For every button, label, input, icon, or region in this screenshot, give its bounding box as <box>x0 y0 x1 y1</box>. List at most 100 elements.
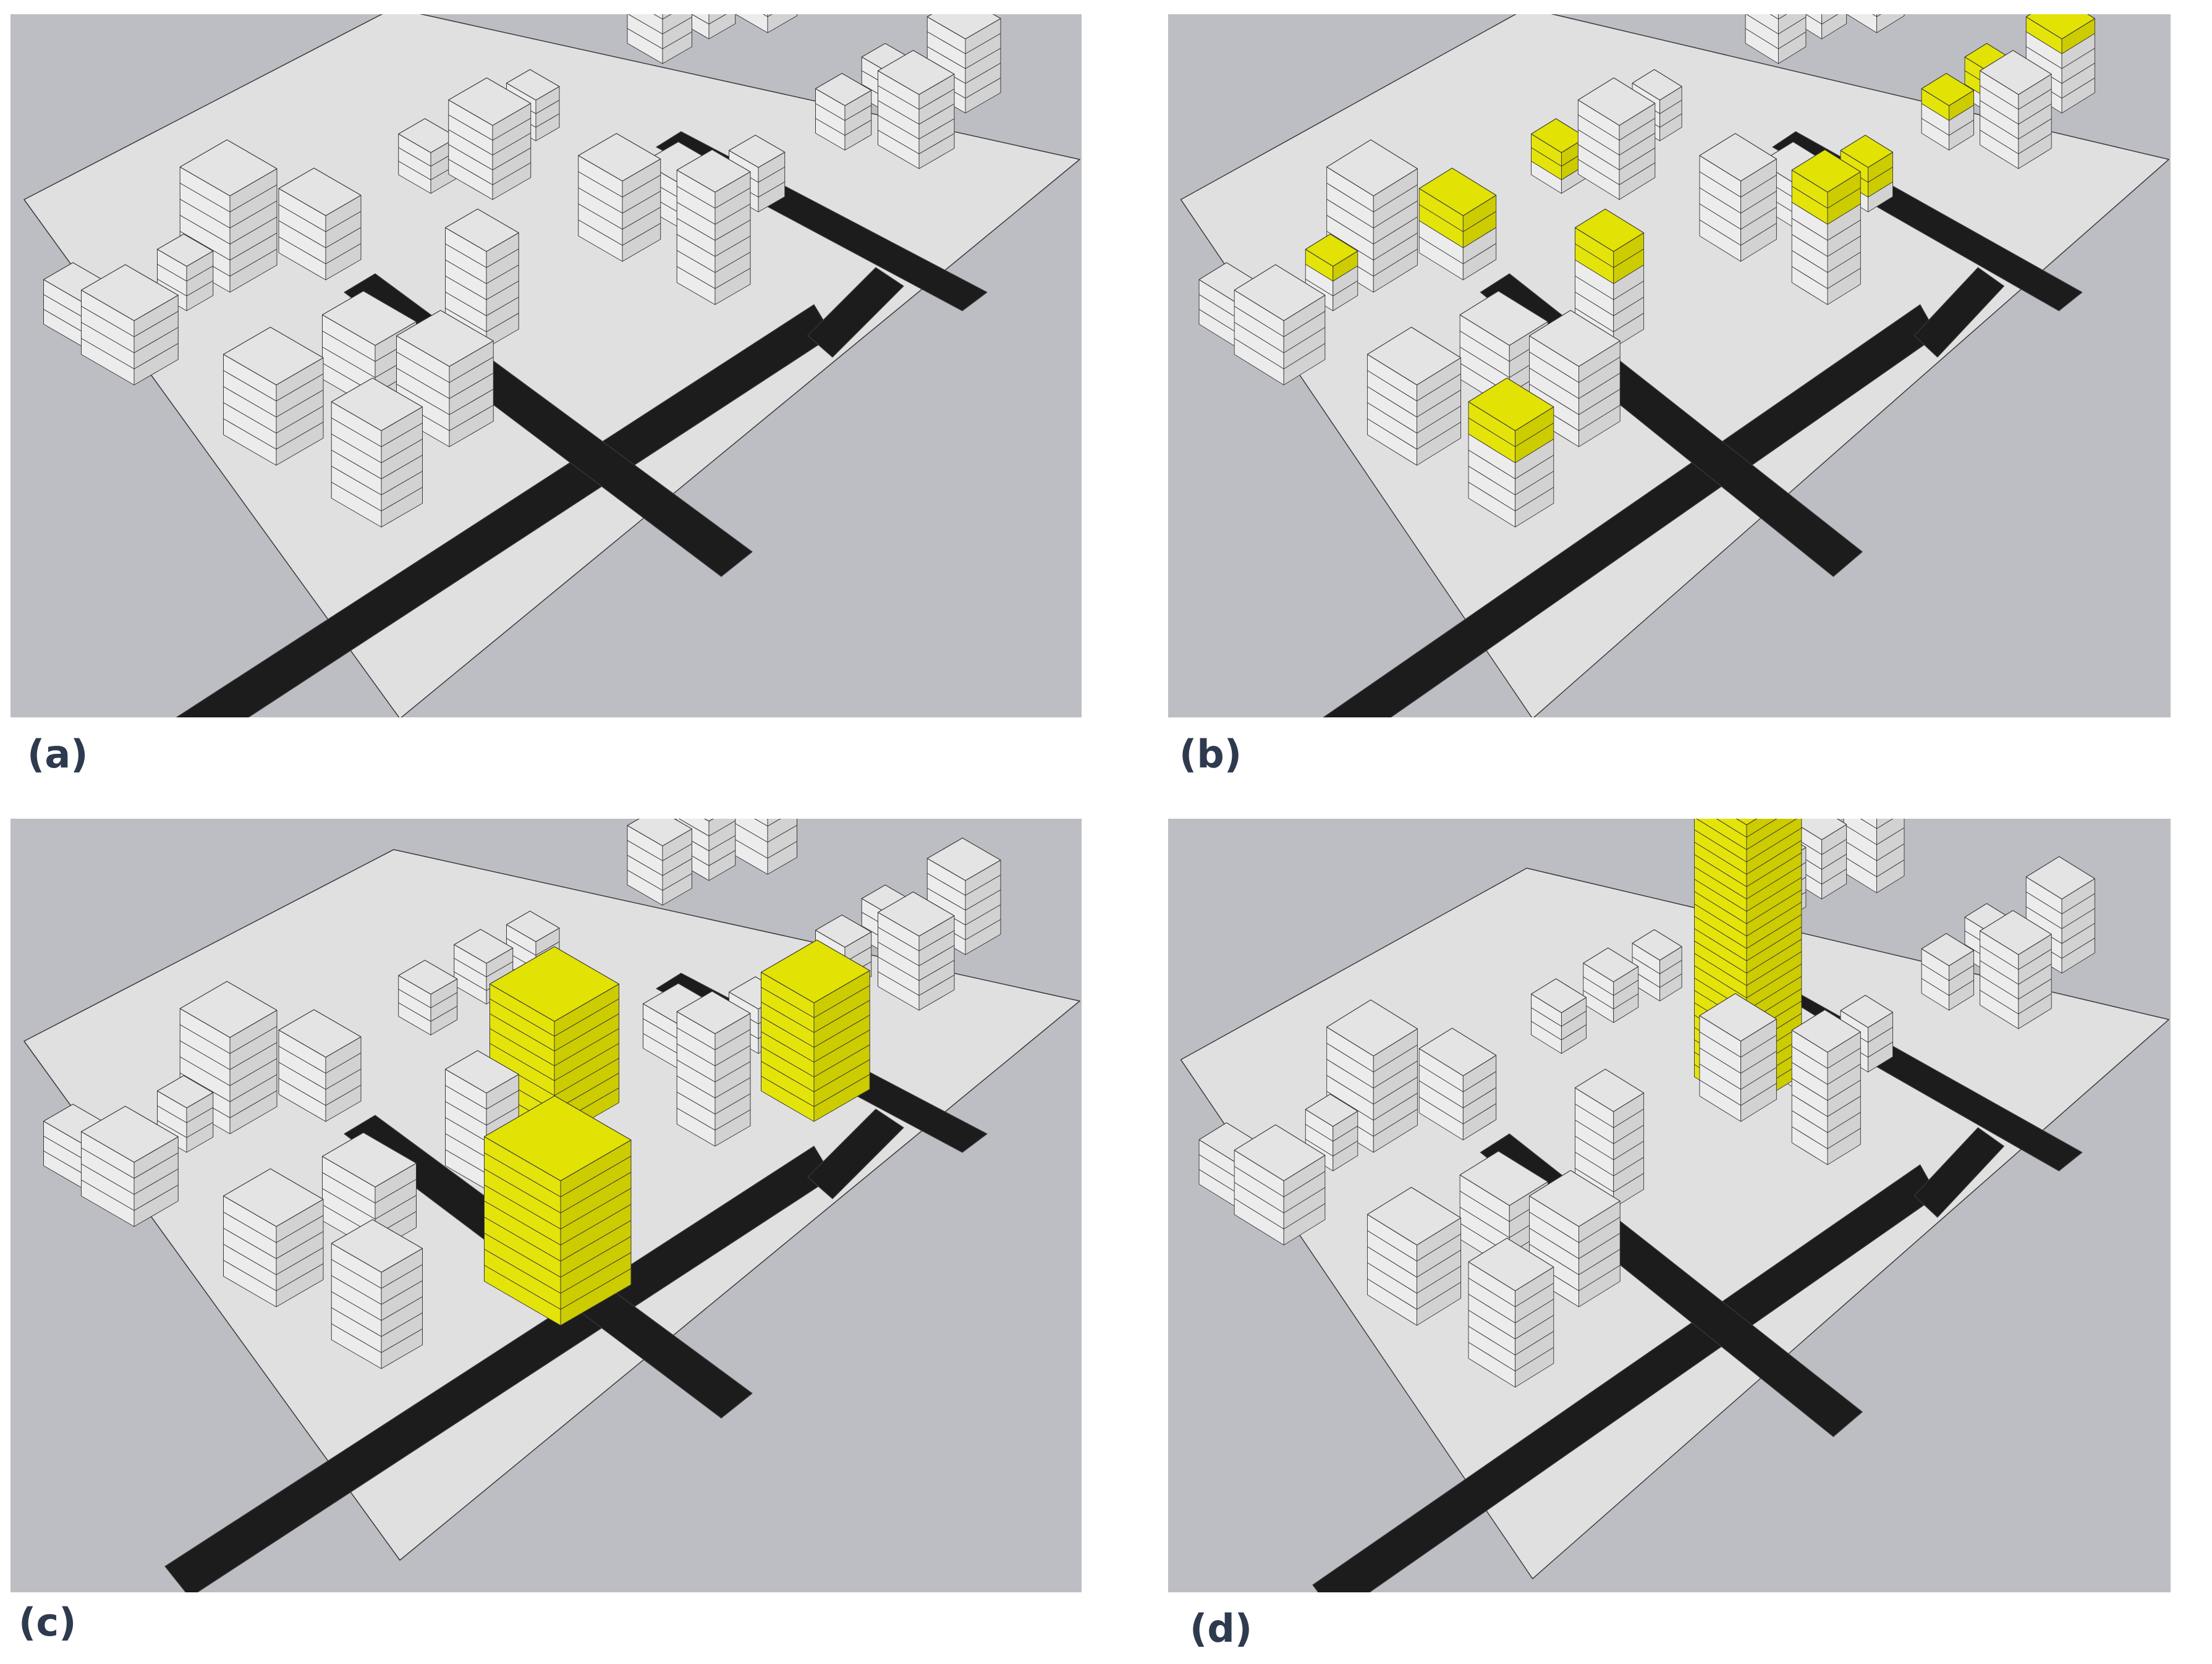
building-roof <box>1326 139 1418 196</box>
building-roof <box>815 73 872 106</box>
building-with-added-floors <box>1468 378 1554 528</box>
building-roof <box>1574 1068 1645 1112</box>
building-roof <box>1418 167 1497 216</box>
building-roof <box>877 49 955 95</box>
building-roof <box>676 990 751 1034</box>
building <box>926 14 1001 114</box>
replacement-block <box>760 939 870 1122</box>
panel-b <box>1168 14 2171 717</box>
building <box>1791 1009 1861 1165</box>
building-roof <box>398 960 458 995</box>
building-roof <box>1459 1151 1549 1206</box>
building-roof <box>1980 910 2052 955</box>
building-roof <box>396 310 494 367</box>
building-right-face <box>708 819 736 837</box>
building-roof <box>1305 1094 1358 1127</box>
building-left-face <box>653 14 663 20</box>
building-roof <box>2025 14 2095 40</box>
building <box>735 14 797 33</box>
building <box>578 133 661 262</box>
building-roof <box>1305 234 1358 267</box>
building <box>1574 1068 1645 1209</box>
building <box>732 819 797 875</box>
building-roof <box>321 1132 417 1188</box>
building-roof <box>926 14 1001 40</box>
building-roof <box>815 914 872 948</box>
building-left-face <box>754 819 768 827</box>
building <box>179 981 278 1134</box>
panel-label-a: (a) <box>27 732 88 777</box>
panel-d <box>1168 819 2171 1592</box>
panel-a <box>11 14 1082 717</box>
building-roof <box>222 326 324 386</box>
building-roof <box>926 837 1001 881</box>
building-right-face <box>1821 14 1839 25</box>
building <box>331 378 423 528</box>
building-roof <box>1574 208 1645 252</box>
building <box>1326 999 1418 1153</box>
building <box>676 149 751 305</box>
building <box>1583 947 1639 1023</box>
building-roof <box>1699 133 1777 182</box>
building-roof <box>80 264 179 321</box>
building-right-face <box>1876 14 1905 33</box>
building-roof <box>156 1075 214 1109</box>
building-roof <box>1632 69 1682 101</box>
building-roof <box>179 981 278 1038</box>
building <box>1367 1186 1462 1326</box>
building <box>1843 819 1905 893</box>
building <box>1305 1094 1358 1172</box>
building <box>278 1009 362 1122</box>
building-roof <box>1921 933 1975 966</box>
building <box>156 1075 214 1153</box>
panel-label-c: (c) <box>19 1600 77 1645</box>
building-roof <box>760 939 870 1003</box>
building-with-added-floors <box>1305 234 1358 311</box>
building-roof <box>1528 1170 1621 1227</box>
building-roof <box>1367 1186 1462 1246</box>
building-roof <box>1699 993 1777 1042</box>
building <box>627 14 692 64</box>
building-roof <box>444 208 519 252</box>
road <box>807 267 904 358</box>
building-roof <box>1326 999 1418 1057</box>
building-roof <box>1234 1124 1326 1181</box>
building-with-added-floors <box>1530 118 1587 194</box>
building-with-added-floors <box>1921 73 1975 151</box>
building <box>331 1219 423 1369</box>
building <box>222 326 324 466</box>
building-roof <box>877 891 955 937</box>
urban-massing-diagram-d <box>1180 819 2169 1592</box>
building <box>1632 929 1682 1002</box>
building-roof <box>278 1009 362 1058</box>
building <box>1921 933 1975 1011</box>
building <box>1530 978 1587 1054</box>
building-right-face <box>1876 819 1894 829</box>
building-left-face <box>1846 14 1878 33</box>
panel-c <box>11 819 1082 1592</box>
building-right-face <box>767 819 781 827</box>
building-roof <box>278 167 362 216</box>
building <box>1234 1124 1326 1246</box>
building-roof <box>179 139 278 196</box>
building-roof <box>1528 310 1621 367</box>
panel-label-b: (b) <box>1179 732 1242 777</box>
building-with-added-floors <box>1418 167 1497 281</box>
building-right-face <box>767 819 797 843</box>
building-roof <box>222 1168 324 1227</box>
replacement-block <box>483 1095 632 1326</box>
building-roof <box>627 819 693 847</box>
building <box>1699 133 1777 262</box>
building-right-face <box>1746 819 1802 863</box>
building <box>398 960 458 1036</box>
building <box>1418 1028 1497 1141</box>
building-roof <box>489 946 620 1022</box>
building-with-added-floors <box>1791 149 1861 305</box>
building-roof <box>676 149 751 193</box>
panel-label-d: (d) <box>1190 1606 1253 1651</box>
building <box>877 891 955 1011</box>
building-roof <box>1791 1009 1861 1053</box>
building-roof <box>1459 290 1549 346</box>
building-roof <box>1530 978 1587 1013</box>
building-with-added-floors <box>2025 14 2095 114</box>
